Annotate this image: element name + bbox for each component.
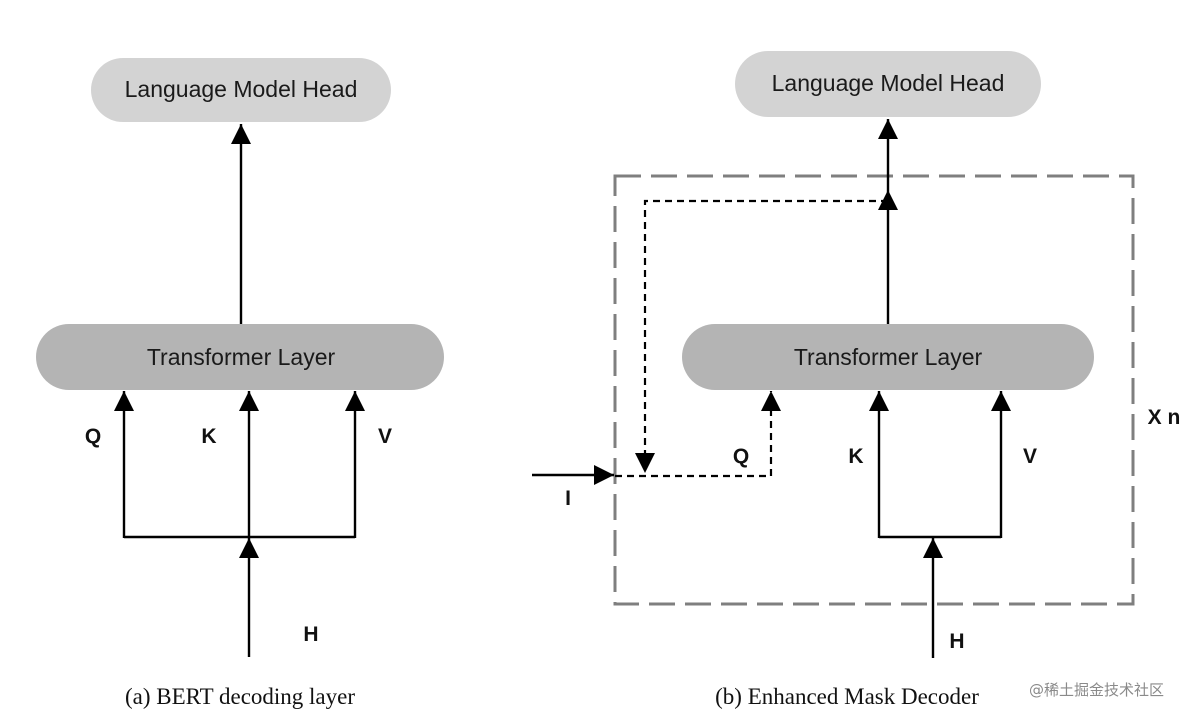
h-label: H	[303, 623, 318, 646]
transformer-layer-label: Transformer Layer	[794, 344, 983, 370]
caption-a: (a) BERT decoding layer	[125, 684, 355, 709]
q-label: Q	[733, 445, 749, 468]
i-label: I	[565, 487, 571, 510]
watermark: @稀土掘金技术社区	[1029, 681, 1164, 699]
repeat-block-dashed-box	[613, 174, 1135, 606]
enhanced-mask-decoder-diagram: X n Language Model Head Transformer Laye…	[532, 51, 1180, 709]
language-model-head-label: Language Model Head	[772, 70, 1005, 96]
v-label: V	[378, 425, 392, 448]
feedback-dashed-path	[635, 199, 888, 473]
k-label: K	[201, 425, 216, 448]
k-label: K	[848, 445, 863, 468]
v-label: V	[1023, 445, 1037, 468]
language-model-head-box	[91, 58, 391, 122]
q-dashed-path	[615, 391, 781, 478]
h-label: H	[949, 630, 964, 653]
bert-decoding-layer-diagram: Language Model Head Transformer Layer Q …	[36, 58, 444, 709]
transformer-layer-box	[36, 324, 444, 390]
repeat-label: X n	[1148, 406, 1181, 429]
caption-b: (b) Enhanced Mask Decoder	[715, 684, 979, 709]
transformer-layer-label: Transformer Layer	[147, 344, 336, 370]
language-model-head-label: Language Model Head	[125, 76, 358, 102]
language-model-head-box	[735, 51, 1041, 117]
transformer-layer-box	[682, 324, 1094, 390]
q-label: Q	[85, 425, 101, 448]
